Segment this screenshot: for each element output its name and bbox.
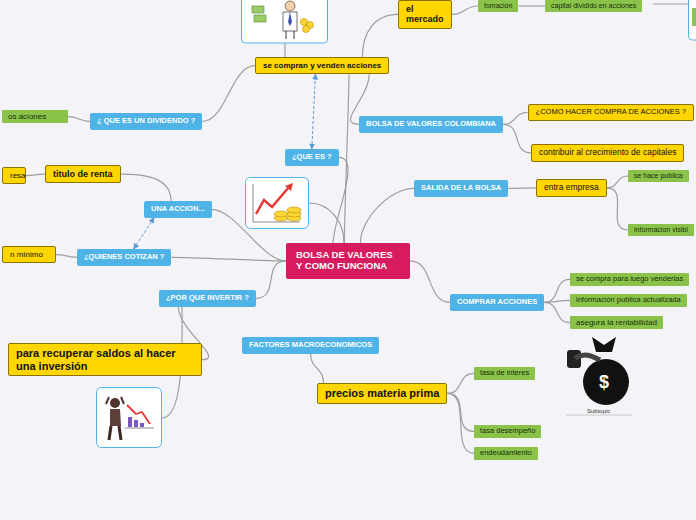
leader-lines — [162, 4, 688, 418]
node-text: ¿COMO HACER COMPRA DE ACCIONES ? — [536, 108, 686, 117]
detail-box: se hace publica — [628, 170, 689, 182]
node-text: UNA ACCION... — [151, 205, 205, 214]
detail-box: tasa de interes — [474, 367, 535, 380]
node-text: entra empresa — [544, 183, 599, 193]
branch-line — [344, 74, 349, 243]
node-text: para recuperar saldos al hacer una inver… — [16, 347, 194, 372]
subtopic-box: el mercado — [398, 0, 452, 29]
branch-line — [508, 187, 536, 189]
branch-line — [121, 174, 172, 201]
node-text: BOLSA DE VALORES COLOMBIANA — [366, 120, 496, 129]
branch-line — [256, 261, 286, 298]
node-text: se compra para luego venderlas — [576, 275, 683, 284]
node-text: ¿ QUE ES UN DIVIDENDO ? — [97, 117, 195, 126]
node-text: COMPRAR ACCIONES — [457, 298, 537, 307]
branch-line — [360, 188, 414, 243]
node-text: FACTORES MACROECONOMICOS — [249, 341, 372, 350]
node-text: contribuir al crecimiento de capitales — [539, 148, 676, 158]
main-topic: UNA ACCION... — [144, 201, 212, 218]
node-text: tasa desempeño — [480, 427, 535, 436]
top-picture — [242, 0, 328, 43]
money-bag — [566, 337, 632, 415]
branch-line — [607, 176, 628, 188]
right-edge-picture — [689, 0, 696, 40]
node-text: os aciones — [8, 112, 62, 121]
branch-line — [607, 188, 628, 230]
main-topic: ¿QUE ES ? — [285, 149, 339, 166]
branch-line — [410, 261, 450, 302]
node-text: BOLSA DE VALORES Y COMO FUNCIONA — [296, 250, 400, 272]
node-text: información publica actualizada — [576, 296, 681, 305]
branch-line — [202, 66, 255, 122]
main-topic: ¿QUIENES COTIZAN ? — [77, 249, 171, 266]
node-text: titulo de renta — [53, 169, 113, 179]
node-text: endeudamiento — [480, 449, 532, 458]
detail-box: tasa desempeño — [474, 425, 541, 438]
node-text: ¿QUIENES COTIZAN ? — [84, 253, 164, 262]
subtopic-box: entra empresa — [536, 179, 607, 197]
detail-box: informacion visibl — [628, 224, 694, 236]
node-text: SALIDA DE LA BOLSA — [421, 184, 501, 193]
main-topic: COMPRAR ACCIONES — [450, 294, 544, 311]
detail-box: os aciones — [2, 110, 68, 123]
branch-line — [447, 393, 474, 453]
detail-box: asegura la rentabilidad — [570, 316, 663, 329]
node-text: se hace publica — [634, 172, 683, 180]
detail-box: capital dividido en acciones — [545, 0, 642, 12]
node-text: se compran y venden acciones — [263, 61, 381, 70]
node-text: tasa de interes — [480, 369, 529, 378]
detail-box: se compra para luego venderlas — [570, 273, 689, 286]
node-text: asegura la rentabilidad — [576, 318, 657, 327]
subtopic-box: se compran y venden acciones — [255, 57, 389, 74]
branch-line — [56, 255, 77, 258]
branch-line — [68, 117, 90, 122]
node-text: ¿POR QUE INVERTIR ? — [166, 294, 249, 303]
worried-person-icon — [97, 388, 162, 448]
branch-line — [447, 373, 474, 393]
chart-icon — [246, 178, 309, 229]
bag-symbol: $ — [599, 372, 609, 393]
branch-line — [518, 5, 545, 6]
branch-line — [544, 300, 570, 302]
branch-line — [26, 174, 45, 175]
branch-line — [311, 354, 324, 383]
caption: Subtopic — [587, 408, 610, 414]
branch-line — [452, 6, 478, 14]
relationship-arrow — [312, 74, 316, 149]
node-text: resa — [10, 171, 18, 180]
branch-line — [362, 14, 398, 57]
branch-line — [544, 279, 570, 302]
subtopic-box: ¿COMO HACER COMPRA DE ACCIONES ? — [528, 104, 694, 121]
detail-box: endeudamiento — [474, 447, 538, 460]
central-topic: BOLSA DE VALORES Y COMO FUNCIONA — [286, 243, 410, 279]
node-text: capital dividido en acciones — [551, 2, 636, 10]
relationship-arrow — [134, 218, 154, 249]
detail-box: fomación — [478, 0, 518, 12]
node-text: fomación — [484, 2, 512, 10]
branch-line — [544, 302, 570, 322]
main-topic: FACTORES MACROECONOMICOS — [242, 337, 379, 354]
subtopic-box: contribuir al crecimiento de capitales — [531, 144, 684, 162]
node-text: ¿QUE ES ? — [292, 153, 332, 162]
subtopic-box: para recuperar saldos al hacer una inver… — [8, 343, 202, 376]
subtopic-box: n mínimo — [2, 246, 56, 263]
branch-line — [503, 112, 528, 124]
branch-line — [171, 257, 286, 261]
node-text: n mínimo — [10, 250, 48, 259]
main-topic: SALIDA DE LA BOLSA — [414, 180, 508, 197]
branch-line — [212, 209, 286, 261]
detail-box: información publica actualizada — [570, 294, 687, 307]
node-text: el mercado — [406, 4, 444, 25]
main-topic: BOLSA DE VALORES COLOMBIANA — [359, 116, 503, 133]
main-topic: ¿POR QUE INVERTIR ? — [159, 290, 256, 307]
subtopic-box: resa — [2, 167, 26, 184]
main-topic: ¿ QUE ES UN DIVIDENDO ? — [90, 113, 202, 130]
node-text: informacion visibl — [634, 226, 688, 234]
subtopic-box: precios materia prima — [317, 383, 447, 404]
node-text: precios materia prima — [325, 387, 439, 400]
subtopic-box: titulo de renta — [45, 165, 121, 183]
branch-line — [503, 124, 531, 153]
